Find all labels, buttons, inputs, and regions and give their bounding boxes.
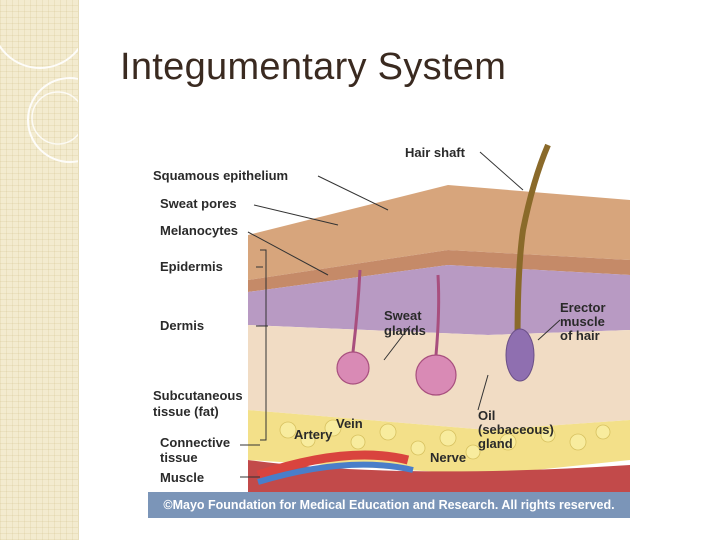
label-oil-line2: (sebaceous) <box>478 422 554 437</box>
label-dermis: Dermis <box>160 318 204 333</box>
label-subcutaneous-line1: Subcutaneous <box>153 388 243 403</box>
label-nerve: Nerve <box>430 450 466 465</box>
label-subcutaneous-line2: tissue (fat) <box>153 404 219 419</box>
muscle-layer <box>248 460 630 492</box>
label-erector-line3: of hair <box>560 328 600 343</box>
artery-vessel <box>256 450 410 480</box>
label-erector-line1: Erector <box>560 300 606 315</box>
label-sweat-glands-line1: Sweat <box>384 308 422 323</box>
label-oil-line1: Oil <box>478 408 495 423</box>
label-hair-shaft: Hair shaft <box>405 145 466 160</box>
label-squamous-epithelium: Squamous epithelium <box>153 168 288 183</box>
vein-vessel <box>257 461 414 485</box>
sweat-gland-coil-1 <box>336 351 370 385</box>
label-oil-line3: gland <box>478 436 513 451</box>
decorative-side-strip <box>0 0 79 540</box>
label-epidermis: Epidermis <box>160 259 223 274</box>
label-artery: Artery <box>294 427 333 442</box>
slide-title: Integumentary System <box>120 46 507 88</box>
label-sweat-glands-line2: glands <box>384 323 426 338</box>
skin-cross-section-illustration: Hair shaft Squamous epithelium Sweat por… <box>153 143 630 492</box>
label-vein: Vein <box>336 416 363 431</box>
skin-diagram: Hair shaft Squamous epithelium Sweat por… <box>148 130 630 518</box>
hair-shaft <box>514 143 551 379</box>
epidermis-layer <box>248 250 630 292</box>
copyright-credit: ©Mayo Foundation for Medical Education a… <box>148 492 630 518</box>
sweat-gland-coil-2 <box>415 354 457 396</box>
label-erector-line2: muscle <box>560 314 605 329</box>
label-connective-line1: Connective <box>160 435 230 450</box>
skin-surface <box>248 185 630 280</box>
decorative-circles <box>0 44 78 163</box>
label-sweat-pores: Sweat pores <box>160 196 237 211</box>
label-connective-line2: tissue <box>160 450 198 465</box>
label-melanocytes: Melanocytes <box>160 223 238 238</box>
label-muscle: Muscle <box>160 470 204 485</box>
hair-follicle <box>505 328 535 382</box>
